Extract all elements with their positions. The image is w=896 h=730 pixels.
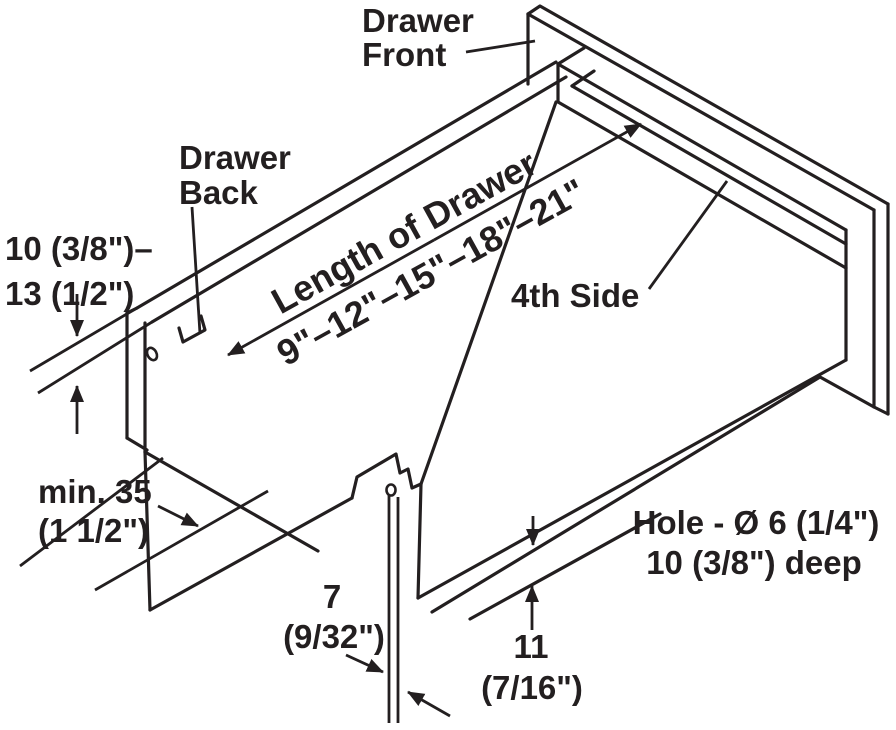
dim-side-top-thickness xyxy=(29,294,153,434)
bottom-recess-label-line1: 11 xyxy=(514,628,549,665)
left-side-rail xyxy=(125,60,568,612)
drawer-back-label-line1: Drawer xyxy=(179,139,291,176)
arrow-left xyxy=(345,653,384,674)
leader-lines xyxy=(190,39,729,335)
arrow-right xyxy=(407,690,451,718)
dim-length-of-drawer xyxy=(227,122,642,357)
hole-spec-label-line2: 10 (3/8") deep xyxy=(646,544,862,581)
hole-offset-label-line2: (9/32") xyxy=(283,618,385,655)
front-hole xyxy=(385,483,397,497)
side-top-thickness-label-line1: 10 (3/8")– xyxy=(5,230,153,267)
side-top-thickness-label-line2: 13 (1/2") xyxy=(5,275,134,312)
arrow-back xyxy=(227,238,435,357)
drawer-back-label-line2: Back xyxy=(179,174,259,211)
leader-drawer-back xyxy=(190,206,202,335)
dim-back-min-height xyxy=(19,456,269,592)
bottom-recess-label-line2: (7/16") xyxy=(481,669,583,706)
hole-offset-label-line1: 7 xyxy=(323,578,341,615)
fourth-side-label: 4th Side xyxy=(511,277,639,314)
fourth-side-rail xyxy=(556,46,848,362)
drawer-front-label-line1: Drawer xyxy=(362,2,474,39)
bottom-edge-lines xyxy=(416,358,848,621)
leader-drawer-front xyxy=(465,39,536,54)
back-min-height-label-line2: (1 1/2") xyxy=(38,512,149,549)
back-hole xyxy=(145,346,159,362)
dim-bottom-recess xyxy=(525,516,540,630)
leader-fourth-side xyxy=(647,180,729,290)
hole-spec-label-line1: Hole - Ø 6 (1/4") xyxy=(633,504,880,541)
arrow-min35 xyxy=(157,504,199,528)
dim-hole-offset xyxy=(345,495,451,723)
back-min-height-label-line1: min. 35 xyxy=(38,473,152,510)
arrow-front xyxy=(433,122,642,242)
drawer-front-label-line2: Front xyxy=(362,36,446,73)
back-panel-slot xyxy=(177,314,207,344)
drawer-front-panel xyxy=(526,4,890,416)
